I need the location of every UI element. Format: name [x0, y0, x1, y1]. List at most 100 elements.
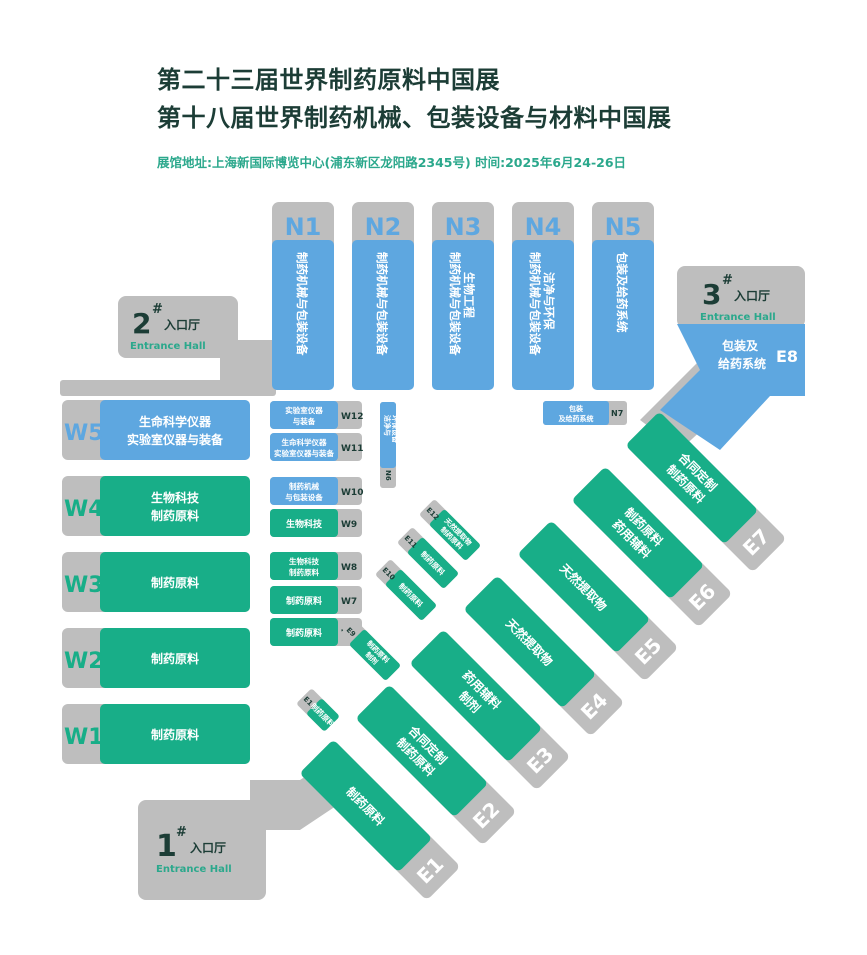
n1-text: 制药机械与包装设备 — [295, 252, 309, 356]
w10-text: 制药机械 — [289, 481, 319, 491]
entrance-2-sup: # — [152, 302, 163, 317]
entrance-1-num: 1 — [156, 829, 177, 864]
n4-code: N4 — [525, 213, 562, 241]
w10-code: W10 — [341, 488, 363, 498]
w5-text: 生命科学仪器 — [139, 414, 212, 429]
e8-text2: 给药系统 — [718, 356, 766, 371]
entrance-1[interactable]: 1 # 入口厅 Entrance Hall — [138, 800, 266, 900]
n3-text2: 生物工程 — [462, 272, 476, 318]
entrance-2-en: Entrance Hall — [130, 341, 206, 352]
w12-code: W12 — [341, 412, 363, 422]
w1-text: 制药原料 — [151, 727, 199, 742]
w4-text2: 制药原料 — [151, 508, 199, 523]
hall-w10[interactable]: 制药机械与包装设备 W10 — [270, 477, 363, 505]
venue-time: 展馆地址:上海新国际博览中心(浦东新区龙阳路2345号) 时间:2025年6月2… — [157, 155, 627, 170]
entrance-3-num: 3 — [702, 278, 721, 311]
hall-n5[interactable]: N5 包装及给药系统 — [592, 202, 654, 390]
hall-w1[interactable]: W1 制药原料 — [62, 704, 250, 764]
n7-text2: 及给药系统 — [559, 414, 594, 423]
entrance-2-label: 入口厅 — [164, 318, 200, 332]
entrance-3-label: 入口厅 — [734, 289, 770, 303]
e8-code: E8 — [776, 347, 798, 366]
w9-text: 生物科技 — [286, 518, 323, 530]
w7-text: 制药原料 — [286, 595, 322, 607]
w4-code: W4 — [64, 497, 104, 522]
hall-w3[interactable]: W3 制药原料 — [62, 552, 250, 612]
w11-text2: 实验室仪器与装备 — [274, 448, 334, 458]
n2-text: 制药机械与包装设备 — [375, 252, 389, 356]
n4-text: 制药机械与包装设备 — [528, 252, 542, 356]
entrance-1-sup: # — [176, 825, 187, 840]
w11-code: W11 — [341, 444, 363, 454]
hall-n3[interactable]: N3 制药机械与包装设备生物工程 — [432, 202, 494, 390]
hall-w12[interactable]: 实验室仪器与装备 W12 — [270, 401, 363, 429]
n6-text: 洁净与 — [383, 415, 392, 436]
w8-code: W8 — [341, 563, 357, 573]
hall-w7[interactable]: 制药原料 W7 — [270, 586, 362, 614]
n3-text: 制药机械与包装设备 — [448, 252, 462, 356]
w7-code: W7 — [341, 597, 357, 607]
n4-text2: 洁净与环保 — [542, 272, 556, 330]
n7-text: 包装 — [569, 404, 583, 413]
north-halls: N1制药机械与包装设备N2制药机械与包装设备N3制药机械与包装设备生物工程N4制… — [272, 202, 654, 390]
n5-code: N5 — [605, 213, 642, 241]
w9-code: W9 — [341, 520, 357, 530]
n3-code: N3 — [445, 213, 482, 241]
title-line-1: 第二十三届世界制药原料中国展 — [157, 66, 500, 94]
w12-text: 实验室仪器 — [285, 405, 323, 415]
n5-text: 包装及给药系统 — [615, 251, 629, 333]
w12-text2: 与装备 — [293, 416, 316, 426]
entrance-3-en: Entrance Hall — [700, 312, 776, 323]
entrance-1-en: Entrance Hall — [156, 864, 232, 875]
w11-text: 生命科学仪器 — [282, 437, 327, 447]
hall-n4[interactable]: N4 制药机械与包装设备洁净与环保 — [512, 202, 574, 390]
n6-text2: 环保设备 — [391, 415, 400, 444]
w5-text2: 实验室仪器与装备 — [127, 432, 224, 447]
w10-text2: 与包装设备 — [285, 492, 323, 502]
hall-n7[interactable]: 包装 及给药系统 N7 — [543, 401, 627, 425]
hall-w2[interactable]: W2 制药原料 — [62, 628, 250, 688]
w5-code: W5 — [64, 421, 104, 446]
w4-text: 生物科技 — [151, 490, 200, 505]
w8-text: 生物科技 — [289, 556, 319, 566]
w2-code: W2 — [64, 649, 104, 674]
w3-code: W3 — [64, 573, 104, 598]
entrance-1-label: 入口厅 — [190, 841, 226, 855]
entrance-3-sup: # — [722, 273, 733, 288]
hall-w9[interactable]: 生物科技 W9 — [270, 509, 362, 537]
hall-n2[interactable]: N2 制药机械与包装设备 — [352, 202, 414, 390]
hall-n6[interactable]: 洁净与 环保设备 N6 — [380, 402, 400, 488]
entrance-3[interactable]: 3 # 入口厅 Entrance Hall — [677, 266, 805, 328]
w2-text: 制药原料 — [151, 651, 199, 666]
entrance-2[interactable]: 2 # 入口厅 Entrance Hall — [118, 296, 238, 358]
n1-code: N1 — [285, 213, 322, 241]
w1-code: W1 — [64, 725, 104, 750]
w3-text: 制药原料 — [151, 575, 199, 590]
title-line-2: 第十八届世界制药机械、包装设备与材料中国展 — [157, 104, 672, 132]
n2-code: N2 — [365, 213, 402, 241]
e8-text: 包装及 — [721, 338, 759, 353]
hall-e8[interactable]: 包装及 给药系统 E8 — [660, 324, 805, 450]
east-halls: 制药原料E1合同定制制药原料E2药用辅料制剂E3天然提取物E4天然提取物E5制药… — [299, 411, 786, 900]
n7-code: N7 — [611, 409, 623, 418]
w6-text: 制药原料 — [286, 627, 322, 639]
hall-n1[interactable]: N1 制药机械与包装设备 — [272, 202, 334, 390]
w8-text2: 制药原料 — [289, 567, 319, 577]
east-center-halls: E12天然提取物制药原料E11制药原料E10制药原料E9制药原料制剂E11制药原… — [296, 499, 481, 734]
